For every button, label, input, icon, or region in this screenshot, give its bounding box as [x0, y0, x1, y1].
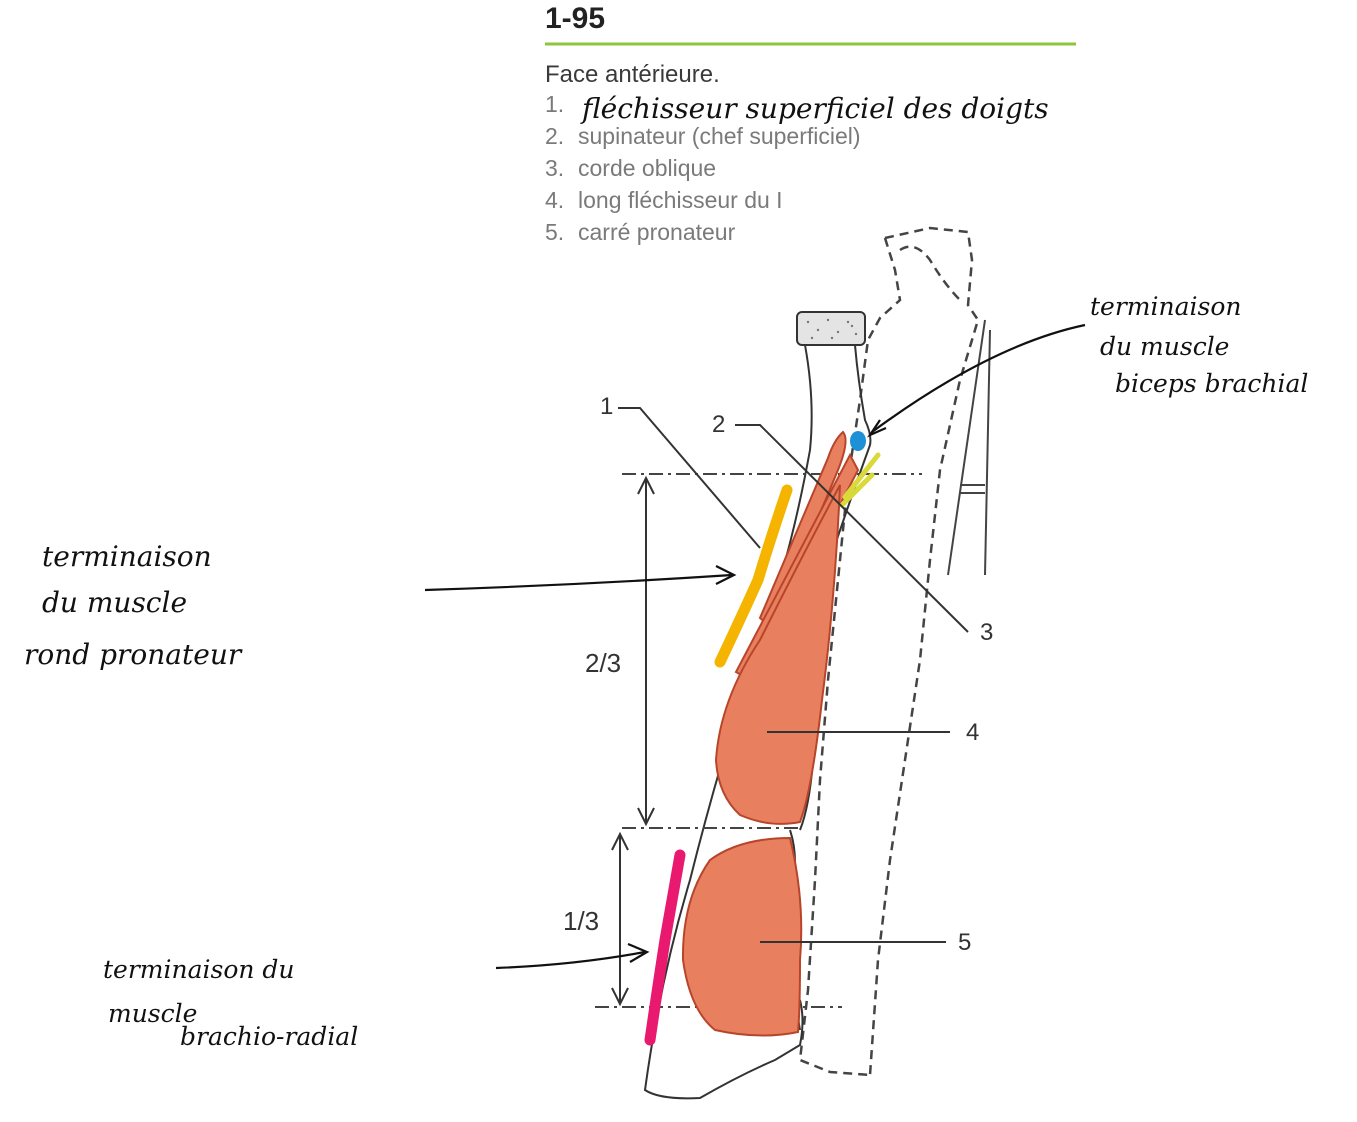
arrow-biceps-head — [867, 419, 887, 438]
arrow-brachio-radial-head — [627, 942, 650, 963]
callout-3: 3 — [980, 619, 993, 646]
handwritten-legend-1: fléchisseur superficiel des doigts — [580, 92, 1049, 125]
arrow-rond-pronateur — [424, 573, 733, 592]
brachioradialis-mark — [644, 849, 686, 1046]
annotation-biceps-line-2: du muscle — [1100, 332, 1229, 361]
dimension-arrow-lower — [611, 831, 629, 1007]
dimension-arrow-upper — [637, 475, 655, 827]
radial-head — [796, 311, 866, 346]
callout-4: 4 — [966, 719, 979, 746]
annotation-rp-line-3: rond pronateur — [24, 638, 243, 671]
legend-5-label: carré pronateur — [578, 219, 736, 245]
radial-head-stipple — [806, 318, 858, 340]
biceps-insertion-mark — [850, 431, 866, 451]
legend-4-label: long fléchisseur du I — [578, 187, 783, 213]
ratio-upper-label: 2/3 — [585, 648, 621, 678]
legend-5-num: 5. — [545, 219, 564, 245]
arrow-rond-pronateur-head — [715, 565, 737, 585]
ulna-outline — [798, 226, 980, 1077]
callout-leaders — [618, 407, 969, 943]
annotation-rp-line-2: du muscle — [42, 586, 187, 619]
arrow-brachio-radial — [495, 950, 646, 970]
callout-1: 1 — [600, 393, 613, 420]
oblique-cord — [839, 452, 881, 508]
ratio-lower-label: 1/3 — [563, 906, 599, 936]
pronator-quadratus-insertion — [681, 836, 803, 1037]
annotation-br-line-3: brachio-radial — [180, 1022, 358, 1051]
flexor-pollicis-longus-insertion — [714, 484, 841, 825]
legend-1-num: 1. — [545, 91, 564, 117]
legend-3-label: corde oblique — [578, 155, 716, 181]
annotation-biceps-line-3: biceps brachial — [1115, 369, 1308, 398]
annotation-rp-line-1: terminaison — [42, 540, 212, 573]
pronator-teres-mark — [714, 484, 793, 668]
legend-2-label: supinateur (chef superficiel) — [578, 123, 861, 149]
figure-title: Face antérieure. — [545, 61, 720, 88]
callout-2: 2 — [712, 411, 725, 438]
annotation-br-line-1: terminaison du — [103, 955, 295, 984]
arrow-biceps — [871, 323, 1086, 433]
callout-5: 5 — [958, 929, 971, 956]
legend-4-num: 4. — [545, 187, 564, 213]
figure-number: 1-95 — [545, 2, 605, 35]
annotation-biceps-line-1: terminaison — [1090, 292, 1241, 321]
annotation-br-line-2: muscle — [108, 999, 197, 1028]
legend-3-num: 3. — [545, 155, 564, 181]
annotation-brachio-radial: terminaison du muscle brachio-radial — [103, 955, 358, 1051]
legend-2-num: 2. — [545, 123, 564, 149]
annotation-biceps: terminaison du muscle biceps brachial — [1090, 292, 1308, 398]
annotation-rond-pronateur: terminaison du muscle rond pronateur — [24, 540, 243, 671]
ulna-shaft-lines — [947, 319, 991, 576]
